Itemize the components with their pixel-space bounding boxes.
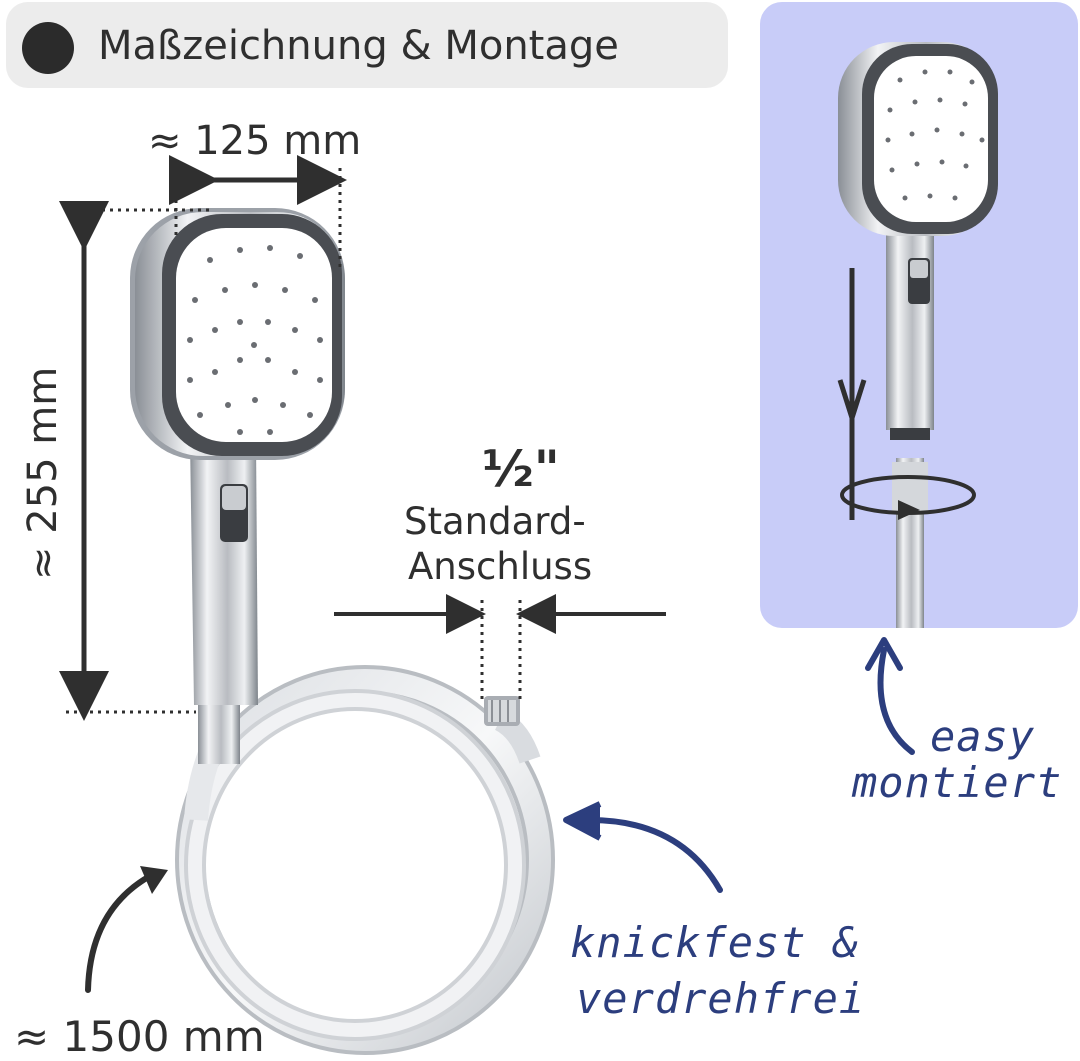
shower-head-main <box>130 208 345 764</box>
hose-callout-line1: knickfest & <box>570 918 860 967</box>
hose-arrow-icon <box>587 817 723 893</box>
connector-label-line2: Anschluss <box>408 545 593 588</box>
shower-head-panel <box>837 42 998 628</box>
height-dimension <box>59 201 210 721</box>
easy-callout-line1: easy <box>930 712 1036 761</box>
height-label: ≈ 255 mm <box>20 366 66 580</box>
nozzle-dots <box>187 245 323 435</box>
bullet-dot-icon <box>22 22 74 74</box>
connector-dimension <box>334 594 666 700</box>
width-dimension <box>169 155 347 268</box>
width-label: ≈ 125 mm <box>148 118 362 164</box>
connector-label-line1: Standard- <box>404 500 586 543</box>
page-title: Maßzeichnung & Montage <box>98 23 619 69</box>
panel-nozzle-dots <box>885 69 985 201</box>
easy-arrow-icon <box>877 647 915 755</box>
title-pill <box>6 2 728 88</box>
hose-nut-icon <box>484 696 520 726</box>
hose-callout-line2: verdrehfrei <box>576 974 866 1023</box>
length-arrow-icon <box>85 873 153 993</box>
shower-hose <box>175 665 555 1055</box>
hose-length-label: ≈ 1500 mm <box>14 1012 265 1061</box>
easy-callout-line2: montiert <box>852 758 1063 807</box>
connector-size: ½" <box>482 440 560 498</box>
